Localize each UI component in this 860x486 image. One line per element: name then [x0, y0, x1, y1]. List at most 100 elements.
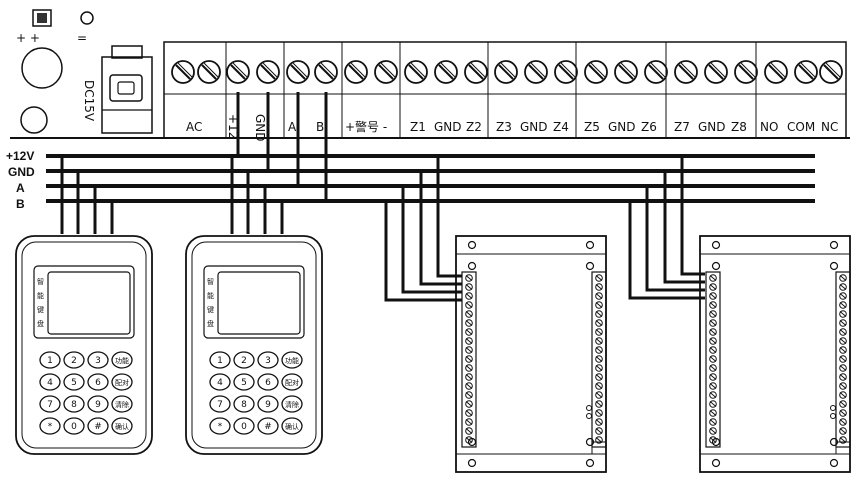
mounting-hole — [585, 458, 595, 468]
svg-text:6: 6 — [265, 378, 271, 388]
keypad-key[interactable]: 1 — [209, 351, 231, 369]
keypad-key[interactable]: 配对 — [281, 373, 303, 391]
keypad-key[interactable]: * — [39, 417, 61, 435]
svg-text:3: 3 — [95, 356, 101, 366]
mounting-hole — [711, 261, 721, 271]
terminal-screw — [819, 60, 843, 84]
terminal-label-siren: +警号 - — [345, 119, 387, 134]
terminal-label-com: COM — [787, 120, 815, 134]
terminal-label-z4: Z4 — [553, 120, 569, 134]
expander-body — [455, 235, 607, 473]
svg-text:清除: 清除 — [285, 400, 299, 409]
svg-text:*: * — [218, 422, 223, 432]
terminal-label-z3: Z3 — [496, 120, 512, 134]
keypad-key[interactable]: 清除 — [111, 395, 133, 413]
keypad-key[interactable]: 3 — [87, 351, 109, 369]
keypad-key[interactable]: # — [87, 417, 109, 435]
terminal-screw — [734, 60, 758, 84]
terminal-screw — [794, 60, 818, 84]
terminal-screw — [464, 60, 488, 84]
led-indicator — [80, 11, 94, 25]
zone-expander-2 — [699, 235, 851, 473]
keypad1-wires — [60, 156, 114, 234]
svg-text:1: 1 — [217, 356, 223, 366]
svg-text:#: # — [94, 422, 102, 432]
svg-text:4: 4 — [47, 378, 53, 388]
keypad-key[interactable]: 1 — [39, 351, 61, 369]
keypad-screen-frame — [33, 265, 135, 339]
keypad-key[interactable]: 8 — [63, 395, 85, 413]
terminal-screw — [704, 60, 728, 84]
keypad-key[interactable]: * — [209, 417, 231, 435]
keypad-side-text: 能 — [37, 291, 44, 300]
svg-text:0: 0 — [241, 422, 247, 432]
keypad-key[interactable]: 6 — [257, 373, 279, 391]
terminal-label-ac: AC — [186, 120, 202, 134]
terminal-strip — [835, 271, 851, 448]
keypad-key[interactable]: 4 — [209, 373, 231, 391]
keypad-key[interactable]: 6 — [87, 373, 109, 391]
bus-label-12v: +12V — [6, 149, 34, 163]
terminal-strip — [461, 271, 477, 448]
terminal-label-z5: Z5 — [584, 120, 600, 134]
keypad-key[interactable]: 功能 — [281, 351, 303, 369]
terminal-screw — [197, 60, 221, 84]
mounting-hole — [467, 240, 477, 250]
terminal-label-gnd-4: GND — [608, 120, 636, 134]
keypad-key[interactable]: 8 — [233, 395, 255, 413]
svg-text:清除: 清除 — [115, 400, 129, 409]
keypad-key[interactable]: 7 — [209, 395, 231, 413]
keypad-key[interactable]: 清除 — [281, 395, 303, 413]
svg-text:功能: 功能 — [115, 356, 129, 365]
plus-marks: + + — [16, 31, 40, 45]
terminal-label-a: A — [288, 120, 297, 134]
terminal-screw — [584, 60, 608, 84]
keypad-key[interactable]: 2 — [63, 351, 85, 369]
mounting-hole — [829, 261, 839, 271]
svg-text:6: 6 — [95, 378, 101, 388]
keypad-key[interactable]: 配对 — [111, 373, 133, 391]
svg-text:功能: 功能 — [285, 356, 299, 365]
svg-text:#: # — [264, 422, 272, 432]
terminal-screw — [171, 60, 195, 84]
power-section: + + = DC15V — [10, 9, 850, 139]
keypad-key[interactable]: 0 — [233, 417, 255, 435]
bus: +12V GND A B — [6, 92, 815, 302]
terminal-label-gnd-5: GND — [698, 120, 726, 134]
keypad-key[interactable]: 9 — [257, 395, 279, 413]
keypad2-wires — [230, 156, 284, 234]
keypad-key[interactable]: 0 — [63, 417, 85, 435]
mounting-hole — [711, 240, 721, 250]
keypad-key[interactable]: 确认 — [281, 417, 303, 435]
keypad-key[interactable]: 2 — [233, 351, 255, 369]
keypad-side-text: 智 — [207, 277, 214, 286]
keypad-key[interactable]: 7 — [39, 395, 61, 413]
terminal-screw — [554, 60, 578, 84]
svg-text:7: 7 — [47, 400, 53, 410]
keypad-side-text: 智 — [37, 277, 44, 286]
keypad-key[interactable]: 4 — [39, 373, 61, 391]
terminal-screw — [434, 60, 458, 84]
terminal-screw — [256, 60, 280, 84]
keypad-body — [15, 235, 153, 455]
keypad-key[interactable]: 5 — [233, 373, 255, 391]
keypad-key[interactable]: # — [257, 417, 279, 435]
terminal-screw — [314, 60, 338, 84]
terminal-label-no: NO — [760, 120, 778, 134]
keypad-key[interactable]: 功能 — [111, 351, 133, 369]
terminal-label-b: B — [316, 120, 324, 134]
keypad-side-text: 键 — [37, 305, 44, 314]
expander1-wires — [384, 156, 462, 302]
svg-text:8: 8 — [71, 400, 77, 410]
terminal-screw — [644, 60, 668, 84]
terminal-label-z7: Z7 — [674, 120, 690, 134]
terminal-label-nc: NC — [821, 120, 838, 134]
keypad-key[interactable]: 3 — [257, 351, 279, 369]
keypad-key[interactable]: 5 — [63, 373, 85, 391]
keypad-side-text: 键 — [207, 305, 214, 314]
keypad-key[interactable]: 确认 — [111, 417, 133, 435]
zone-expander-1 — [455, 235, 607, 473]
keypad-key[interactable]: 9 — [87, 395, 109, 413]
